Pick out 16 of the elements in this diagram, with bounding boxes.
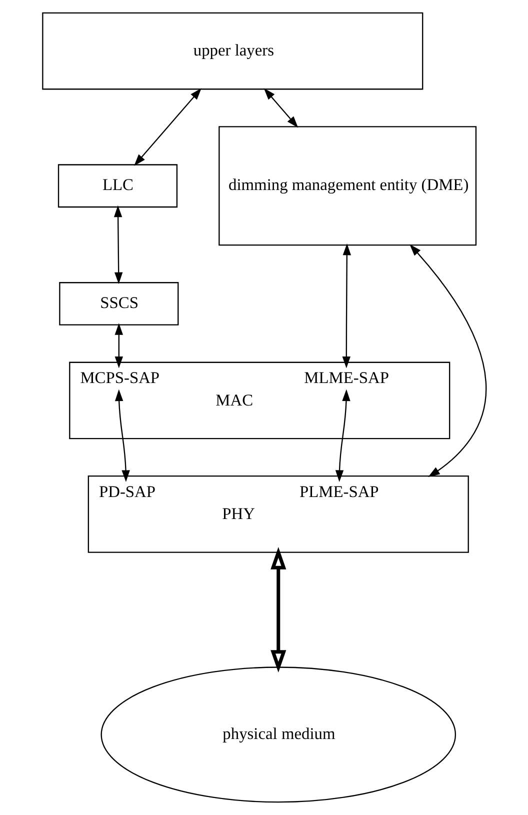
arrow <box>113 205 122 284</box>
node-box: PD-SAP PLME-SAP PHY <box>87 476 468 553</box>
node-box: MCPS-SAP MLME-SAP MAC <box>68 362 450 440</box>
arrow <box>334 389 350 482</box>
arrow <box>409 244 486 478</box>
arrow <box>114 389 130 482</box>
arrow <box>114 323 123 368</box>
arrow <box>134 88 201 166</box>
arrow <box>263 88 298 128</box>
arrow <box>270 547 286 672</box>
node-ellipse: physical medium <box>100 666 456 803</box>
node-box: upper layers <box>42 12 423 90</box>
node-box: SSCS <box>58 282 178 326</box>
node-box: LLC <box>57 164 178 208</box>
arrow <box>342 243 351 368</box>
node-box: dimming management entity (DME) <box>218 126 476 246</box>
